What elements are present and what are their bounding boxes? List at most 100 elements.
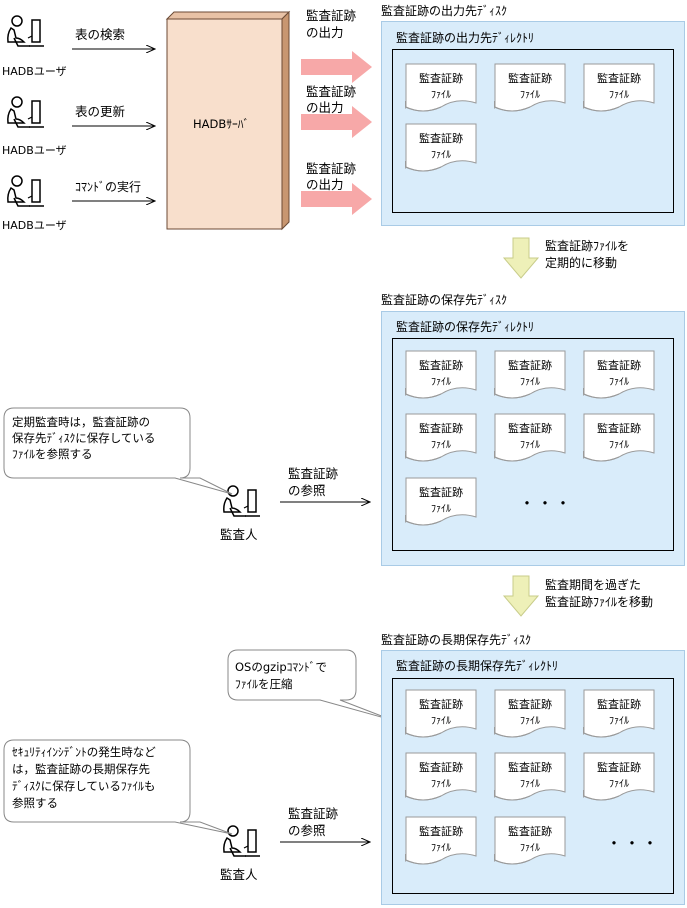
output-arrow	[301, 183, 372, 215]
directory-title: 監査証跡の保存先ﾃﾞｨﾚｸﾄﾘ	[396, 320, 535, 334]
callout-text: ｾｷｭﾘﾃｨｲﾝｼﾃﾞﾝﾄの発生時など	[12, 745, 156, 759]
reference-label: 監査証跡	[288, 806, 339, 821]
audit-trail-file: 監査証跡 ﾌｧｲﾙ	[405, 413, 477, 463]
output-label: 監査証跡	[306, 8, 357, 23]
callout-text: ﾃﾞｨｽｸに保存しているﾌｧｲﾙも	[12, 779, 156, 793]
file-label: ﾌｧｲﾙ	[431, 90, 451, 101]
callout-text: 保存先ﾃﾞｨｽｸに保存している	[12, 431, 156, 445]
disk-title: 監査証跡の長期保存先ﾃﾞｨｽｸ	[381, 633, 532, 647]
audit-trail-file: 監査証跡 ﾌｧｲﾙ	[583, 413, 655, 463]
file-label: ﾌｧｲﾙ	[520, 377, 540, 388]
audit-trail-file: 監査証跡ﾌｧｲﾙ	[494, 689, 566, 739]
callout-text: ﾌｧｲﾙを圧縮	[235, 677, 293, 691]
file-label: ﾌｧｲﾙ	[609, 716, 629, 727]
audit-trail-file: 監査証跡 ﾌｧｲﾙ	[405, 752, 477, 802]
file-label: ﾌｧｲﾙ	[431, 150, 451, 161]
audit-trail-file: 監査証跡ﾌｧｲﾙ	[583, 63, 655, 113]
file-label: 監査証跡	[419, 486, 463, 499]
output-label: の出力	[306, 177, 344, 192]
output-arrow	[301, 51, 372, 83]
file-label: 監査証跡	[508, 761, 552, 774]
move-label: 監査証跡ﾌｧｲﾙを	[545, 239, 630, 253]
move-label: 監査期間を過ぎた	[545, 578, 642, 592]
callout-text: は，監査証跡の長期保存先	[12, 762, 150, 776]
auditor-label: 監査人	[220, 867, 258, 882]
user-icon	[7, 96, 45, 128]
disk-title: 監査証跡の出力先ﾃﾞｨｽｸ	[381, 4, 508, 18]
audit-trail-file: 監査証跡 ﾌｧｲﾙ	[405, 123, 477, 173]
file-label: ﾌｧｲﾙ	[431, 504, 451, 515]
file-label: ﾌｧｲﾙ	[520, 843, 540, 854]
file-label: 監査証跡	[508, 359, 552, 372]
file-label: ﾌｧｲﾙ	[609, 440, 629, 451]
audit-trail-file: 監査証跡 ﾌｧｲﾙ	[405, 63, 477, 113]
audit-trail-file: 監査証跡 ﾌｧｲﾙ	[405, 689, 477, 739]
file-label: 監査証跡	[419, 72, 463, 85]
auditor-icon	[223, 825, 261, 857]
auditor-icon	[223, 485, 261, 517]
user-icon	[7, 15, 45, 47]
file-label: ﾌｧｲﾙ	[431, 440, 451, 451]
callout-text: 参照する	[12, 796, 58, 810]
audit-trail-file: 監査証跡 ﾌｧｲﾙ	[494, 63, 566, 113]
audit-trail-file: 監査証跡ﾌｧｲﾙ	[583, 350, 655, 400]
move-arrow	[502, 237, 540, 279]
disk-title: 監査証跡の保存先ﾃﾞｨｽｸ	[381, 293, 508, 307]
file-label: 監査証跡	[419, 132, 463, 145]
reference-label: 監査証跡	[288, 466, 339, 481]
file-label: ﾌｧｲﾙ	[520, 779, 540, 790]
file-label: 監査証跡	[597, 761, 641, 774]
file-label: ﾌｧｲﾙ	[431, 779, 451, 790]
user-label: HADBユーザ	[2, 219, 67, 232]
file-label: 監査証跡	[597, 422, 641, 435]
file-label: 監査証跡	[597, 698, 641, 711]
file-label: 監査証跡	[419, 761, 463, 774]
callout-text: OSのgzipｺﾏﾝﾄﾞで	[235, 660, 327, 674]
reference-label: の参照	[288, 823, 326, 838]
audit-trail-file: 監査証跡 ﾌｧｲﾙ	[494, 413, 566, 463]
file-label: 監査証跡	[508, 422, 552, 435]
audit-trail-file: 監査証跡 ﾌｧｲﾙ	[494, 752, 566, 802]
reference-label: の参照	[288, 483, 326, 498]
file-label: ﾌｧｲﾙ	[431, 716, 451, 727]
file-label: 監査証跡	[597, 72, 641, 85]
action-label: ｺﾏﾝﾄﾞの実行	[75, 180, 142, 194]
auditor-label: 監査人	[220, 527, 258, 542]
move-label: 監査証跡ﾌｧｲﾙを移動	[545, 595, 654, 609]
audit-trail-file: 監査証跡 ﾌｧｲﾙ	[494, 350, 566, 400]
file-label: ﾌｧｲﾙ	[520, 716, 540, 727]
audit-trail-file: 監査証跡 ﾌｧｲﾙ	[405, 816, 477, 866]
callout-text: ﾌｧｲﾙを参照する	[12, 447, 93, 461]
callout-text: 定期監査時は，監査証跡の	[12, 415, 150, 429]
file-label: ﾌｧｲﾙ	[431, 843, 451, 854]
move-label: 定期的に移動	[545, 256, 618, 270]
user-label: HADBユーザ	[2, 65, 67, 78]
audit-trail-file: 監査証跡ﾌｧｲﾙ	[583, 752, 655, 802]
audit-trail-file: 監査証跡 ﾌｧｲﾙ	[494, 816, 566, 866]
file-label: 監査証跡	[419, 698, 463, 711]
file-label: 監査証跡	[597, 359, 641, 372]
file-label: ﾌｧｲﾙ	[520, 440, 540, 451]
audit-trail-file: 監査証跡 ﾌｧｲﾙ	[583, 689, 655, 739]
output-label: 監査証跡	[306, 84, 357, 99]
callout-bubble	[227, 649, 393, 721]
user-icon	[7, 175, 45, 207]
output-label: の出力	[306, 25, 344, 40]
file-label: 監査証跡	[419, 825, 463, 838]
callout-bubble	[3, 739, 233, 835]
server-label: HADBｻｰﾊﾞ	[193, 117, 250, 131]
file-label: 監査証跡	[419, 359, 463, 372]
file-label: ﾌｧｲﾙ	[431, 377, 451, 388]
move-arrow	[502, 575, 540, 617]
server-box	[165, 10, 291, 231]
file-label: 監査証跡	[508, 72, 552, 85]
file-label: 監査証跡	[508, 825, 552, 838]
directory-title: 監査証跡の長期保存先ﾃﾞｨﾚｸﾄﾘ	[396, 659, 559, 673]
output-label: 監査証跡	[306, 161, 357, 176]
file-label: 監査証跡	[419, 422, 463, 435]
directory-title: 監査証跡の出力先ﾃﾞｨﾚｸﾄﾘ	[396, 31, 535, 45]
file-label: ﾌｧｲﾙ	[520, 90, 540, 101]
user-label: HADBユーザ	[2, 144, 67, 157]
callout-bubble	[3, 407, 233, 495]
